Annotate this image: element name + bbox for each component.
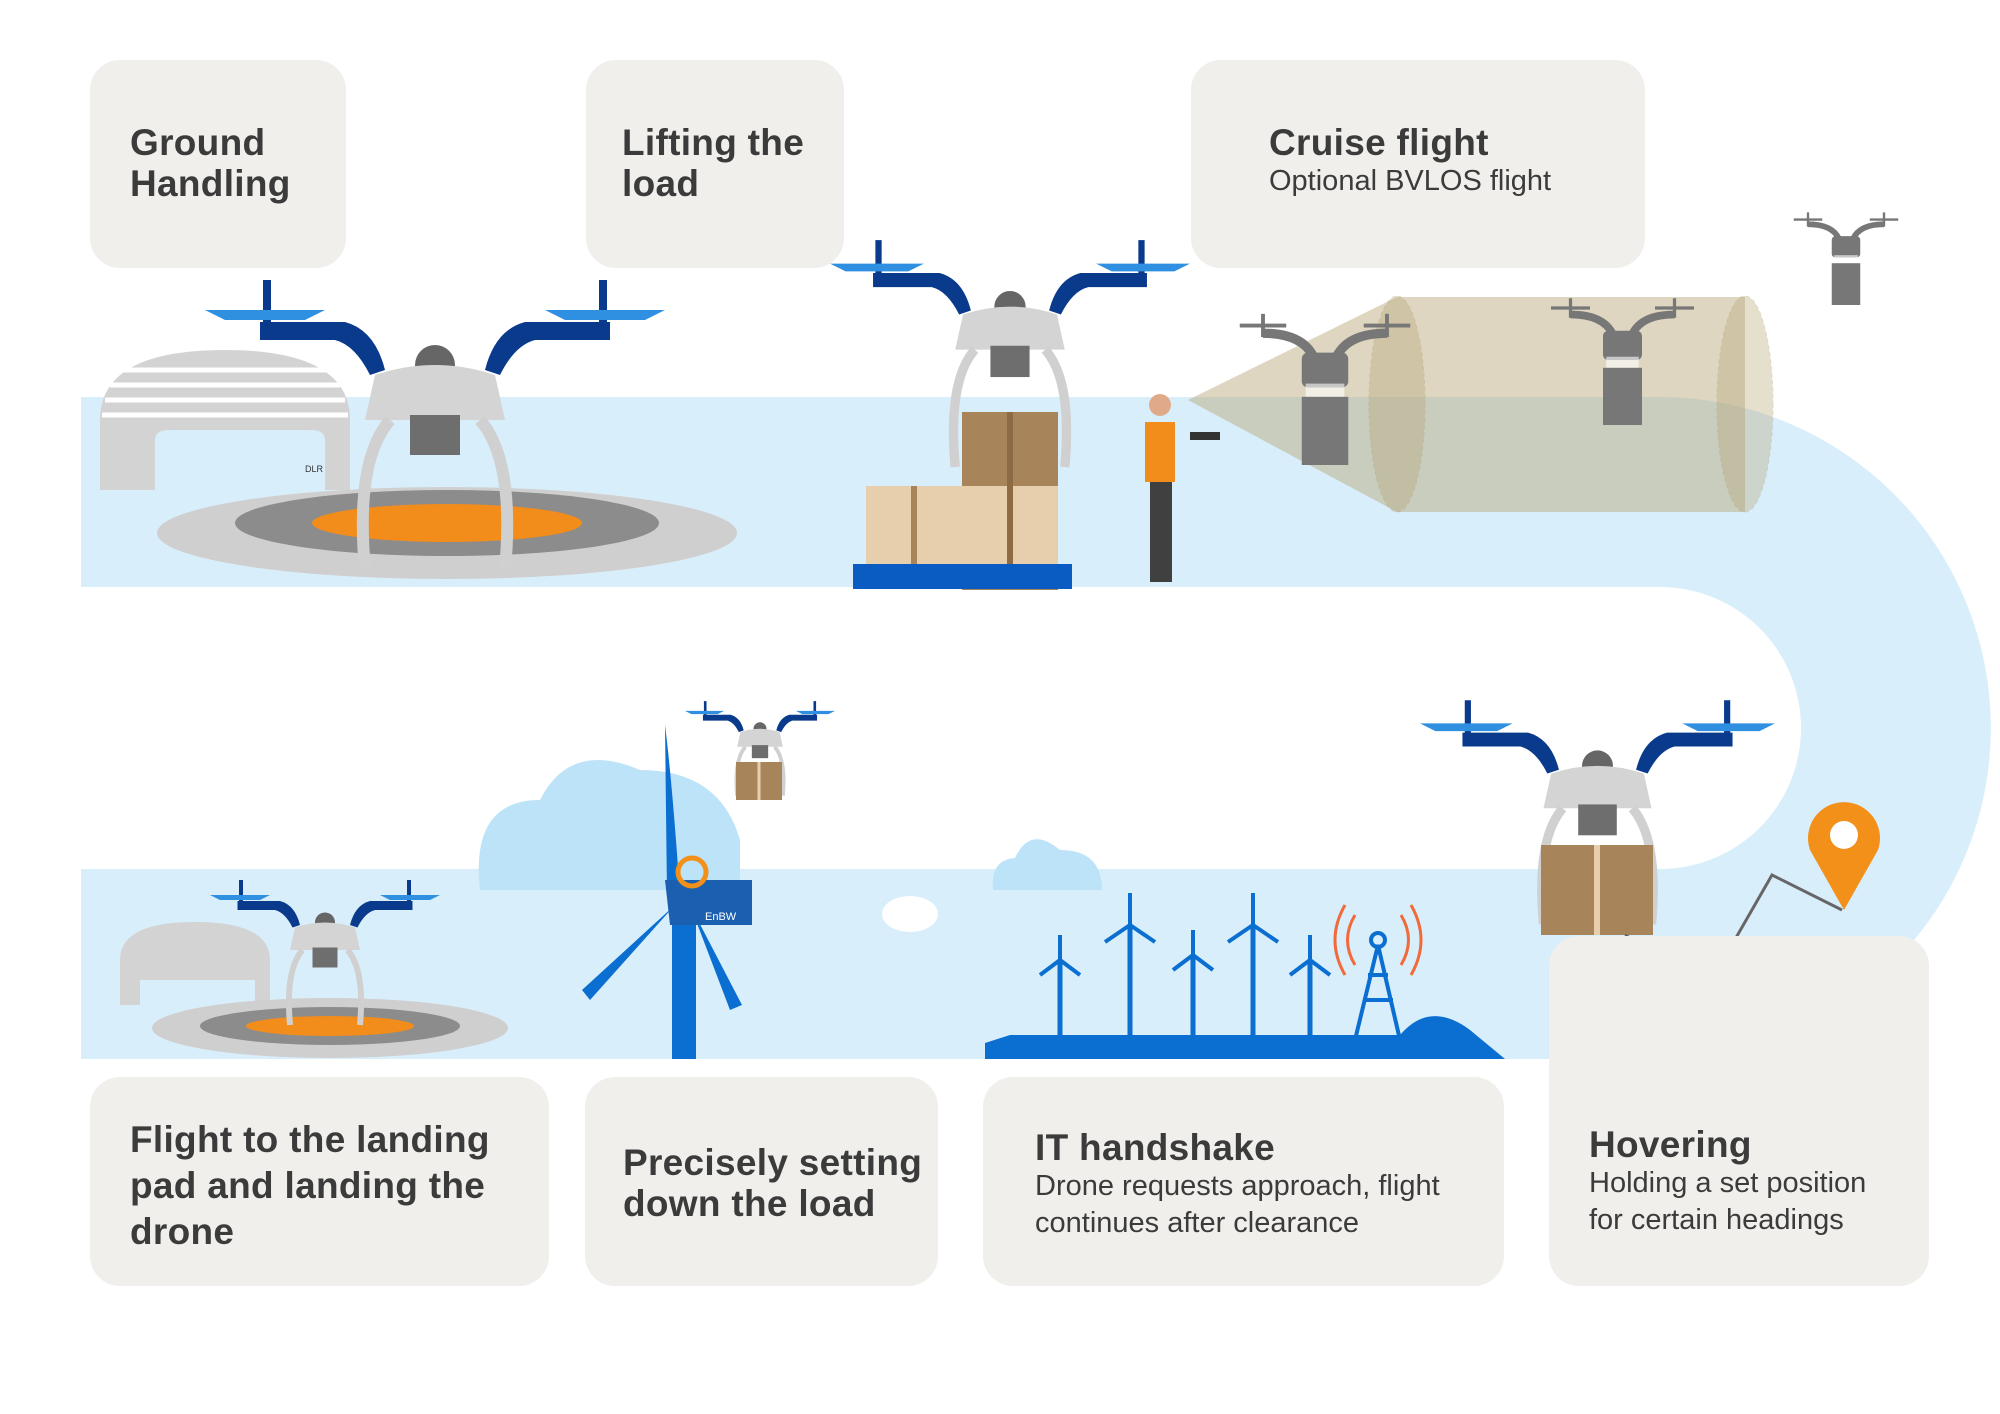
step-subtitle: Optional BVLOS flight	[1269, 165, 1552, 197]
hangar-illustration	[100, 350, 350, 490]
step-ground-handling: Ground Handling	[90, 60, 346, 268]
operator-person	[1145, 394, 1220, 582]
landing-pad	[157, 487, 737, 579]
hangar-small	[120, 922, 270, 1005]
step-landing: Flight to the landing pad and landing th…	[90, 1077, 549, 1286]
step-title: Lifting the load	[622, 122, 805, 204]
step-title: Hovering	[1589, 1124, 1752, 1165]
pallet-boxes	[853, 412, 1072, 590]
step-subtitle: Holding a set position for certain headi…	[1589, 1167, 1867, 1236]
hangar-logo: DLR	[305, 464, 324, 474]
step-subtitle: Drone requests approach, flight continue…	[1035, 1170, 1440, 1239]
step-title: Cruise flight	[1269, 122, 1489, 163]
radio-tower-icon	[1333, 904, 1423, 1041]
wind-turbine-enbw	[582, 725, 752, 1059]
step-title: IT handshake	[1035, 1127, 1276, 1168]
small-parcel	[736, 762, 782, 800]
step-title: Ground Handling	[130, 122, 291, 204]
step-setting-down: Precisely setting down the load	[585, 1077, 938, 1286]
step-it-handshake: IT handshake Drone requests approach, fl…	[983, 1077, 1504, 1286]
location-pin-icon	[1808, 802, 1881, 910]
step-title: Flight to the landing pad and landing th…	[130, 1119, 490, 1252]
drone-cruise-3	[1794, 212, 1899, 305]
hover-parcel	[1541, 845, 1653, 935]
step-lifting-load: Lifting the load	[586, 60, 844, 268]
wind-farm	[985, 893, 1505, 1059]
turbine-logo: EnBW	[705, 911, 737, 923]
step-title: Precisely setting down the load	[623, 1142, 923, 1224]
step-hovering: Hovering Holding a set position for cert…	[1549, 936, 1929, 1286]
step-cruise-flight: Cruise flight Optional BVLOS flight	[1191, 60, 1645, 268]
landing-pad-small	[152, 998, 508, 1058]
